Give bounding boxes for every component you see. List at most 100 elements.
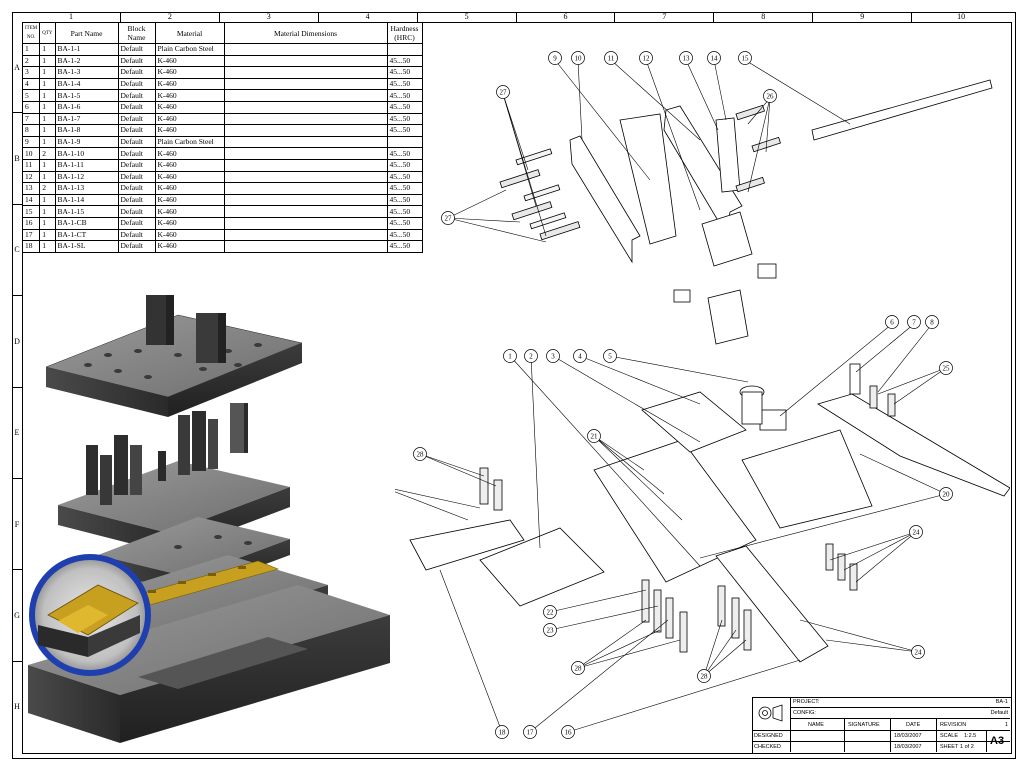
bom-cell-dimensions [223, 66, 388, 79]
bom-cell-dimensions [223, 193, 388, 207]
part-2-plate [479, 527, 605, 607]
balloon-label: 2 [529, 353, 533, 361]
bom-cell-dimensions [223, 100, 388, 114]
bom-cell-item: 3 [21, 66, 41, 79]
bom-cell-block: Default [117, 100, 156, 114]
bom-cell-qty: 1 [39, 228, 56, 242]
bom-cell-hardness: 45...50 [386, 158, 423, 172]
small-block [757, 263, 777, 279]
bom-cell-item: 5 [21, 89, 41, 102]
balloon-label: 24 [915, 649, 923, 657]
screws-lower [479, 385, 896, 653]
bom-cell-block: Default [117, 182, 156, 195]
bom-cell-part: BA-1-13 [54, 182, 119, 195]
balloon-label: 27 [445, 215, 453, 223]
bom-cell-block: Default [117, 158, 156, 172]
designed-label: DESIGNED [754, 733, 783, 739]
bom-cell-item: 10 [21, 147, 41, 160]
bom-cell-qty: 1 [39, 205, 56, 218]
part-7-pin [849, 363, 861, 395]
part-13-block [701, 211, 753, 267]
balloon-label: 11 [608, 55, 615, 63]
item-balloon: 8 [925, 315, 939, 329]
checked-date: 18/03/2007 [894, 744, 922, 750]
bom-cell-item: 17 [21, 228, 41, 242]
bom-cell-qty: 1 [39, 240, 56, 253]
bom-cell-dimensions [223, 147, 388, 160]
bom-cell-material: K-460 [154, 158, 225, 172]
balloon-label: 28 [575, 665, 583, 673]
detail-zoom-circle [29, 554, 151, 676]
bom-cell-qty: 1 [39, 66, 56, 79]
bom-cell-material: K-460 [154, 89, 225, 102]
bom-cell-part: BA-1-CB [54, 216, 119, 230]
bom-cell-material: Plain Carbon Steel [154, 135, 225, 149]
col-revision-header: REVISION [940, 722, 967, 728]
bom-cell-block: Default [117, 193, 156, 207]
part-10-plate [569, 135, 641, 264]
bom-header-material: Material [154, 22, 225, 44]
balloon-label: 9 [553, 55, 557, 63]
col-date-header: DATE [906, 722, 921, 728]
balloon-label: 1 [508, 353, 512, 361]
part-11-block [619, 113, 677, 245]
bom-cell-item: 8 [21, 124, 41, 137]
zone-label: 2 [119, 12, 219, 22]
item-balloon: 1 [503, 349, 517, 363]
bom-cell-part: BA-1-14 [54, 193, 119, 207]
item-balloon: 28 [697, 669, 711, 683]
part-6-stem [741, 391, 763, 425]
bom-cell-part: BA-1-9 [54, 135, 119, 149]
bom-header-block: Block Name [117, 22, 156, 44]
bom-cell-part: BA-1-SL [54, 240, 119, 253]
bom-cell-item: 6 [21, 100, 41, 114]
screws-27 [499, 104, 781, 241]
sheet-inner-frame [22, 22, 1012, 754]
bom-cell-qty: 1 [39, 216, 56, 230]
bom-cell-material: K-460 [154, 205, 225, 218]
item-balloon: 13 [679, 51, 693, 65]
bom-header-dimensions: Material Dimensions [223, 22, 388, 44]
item-balloon: 17 [523, 725, 537, 739]
bom-header-hardness: Hardness (HRC) [386, 22, 423, 44]
bom-cell-dimensions [223, 89, 388, 102]
bom-cell-block: Default [117, 170, 156, 184]
bom-cell-item: 18 [21, 240, 41, 253]
bom-cell-dimensions [223, 216, 388, 230]
bom-cell-dimensions [223, 135, 388, 149]
item-balloon: 16 [561, 725, 575, 739]
bom-cell-qty: 1 [39, 170, 56, 184]
zone-label: 10 [911, 12, 1010, 22]
designed-date: 18/03/2007 [894, 733, 922, 739]
bom-cell-item: 12 [21, 170, 41, 184]
small-block [673, 289, 691, 303]
bom-cell-block: Default [117, 135, 156, 149]
zone-label: 7 [614, 12, 713, 22]
part-19-slide [409, 519, 525, 571]
bom-cell-part: BA-1-15 [54, 205, 119, 218]
item-balloon: 14 [707, 51, 721, 65]
item-balloon: 5 [603, 349, 617, 363]
isometric-render [28, 295, 390, 743]
bom-cell-part: BA-1-CT [54, 228, 119, 242]
bom-cell-material: K-460 [154, 147, 225, 160]
item-balloon: 28 [571, 661, 585, 675]
bom-cell-part: BA-1-11 [54, 158, 119, 172]
zone-label: 9 [812, 12, 911, 22]
bom-cell-item: 9 [21, 135, 41, 149]
bom-cell-item: 11 [21, 158, 41, 172]
bom-cell-part: BA-1-8 [54, 124, 119, 137]
balloon-label: 5 [608, 353, 612, 361]
bom-cell-part: BA-1-12 [54, 170, 119, 184]
zone-label: D [12, 295, 22, 386]
bom-cell-qty: 1 [39, 112, 56, 126]
bom-header-qty: QTY [39, 22, 56, 44]
item-balloon: 2 [524, 349, 538, 363]
bom-cell-block: Default [117, 240, 156, 253]
bom-cell-material: K-460 [154, 170, 225, 184]
